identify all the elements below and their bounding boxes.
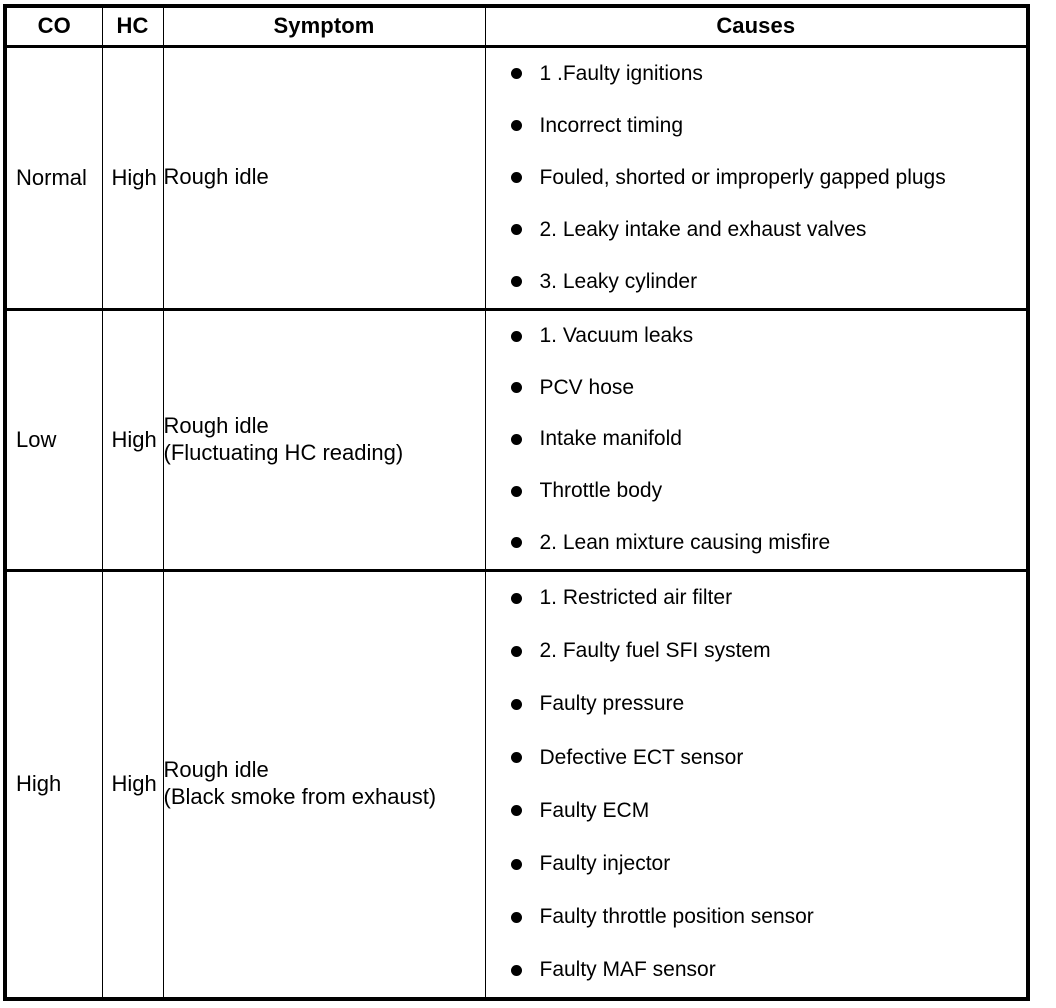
list-item: 1 .Faulty ignitions <box>486 62 1027 86</box>
cell-causes: 1. Restricted air filter 2. Faulty fuel … <box>484 569 1030 1001</box>
cause-text: Throttle body <box>539 479 663 503</box>
column-header-causes: Causes <box>484 4 1030 48</box>
bullet-dot-icon <box>510 276 522 287</box>
cell-hc: High <box>101 569 164 1001</box>
symptom-text: Rough idle (Fluctuating HC reading) <box>164 413 485 467</box>
diagnostic-table: CO HC Symptom Causes Normal High Rough i… <box>3 4 1030 1001</box>
cause-text: Faulty pressure <box>539 692 685 716</box>
list-item: 2. Faulty fuel SFI system <box>486 639 1027 663</box>
list-item: Faulty injector <box>486 852 1027 876</box>
cause-text: 2. Faulty fuel SFI system <box>539 639 771 663</box>
list-item: Defective ECT sensor <box>486 746 1027 770</box>
list-item: PCV hose <box>486 376 1027 400</box>
list-item: 3. Leaky cylinder <box>486 270 1027 294</box>
causes-list: 1. Vacuum leaks PCV hose Intake manifold <box>486 311 1027 569</box>
cause-text: Faulty throttle position sensor <box>539 905 814 929</box>
bullet-dot-icon <box>510 964 522 976</box>
bullet-dot-icon <box>510 698 522 710</box>
causes-list: 1. Restricted air filter 2. Faulty fuel … <box>486 572 1027 998</box>
cell-co: Low <box>3 308 103 572</box>
cell-causes: 1. Vacuum leaks PCV hose Intake manifold <box>484 308 1030 572</box>
bullet-dot-icon <box>510 382 522 394</box>
cause-text: 2. Lean mixture causing misfire <box>539 530 831 554</box>
list-item: Intake manifold <box>486 427 1027 451</box>
cause-text: PCV hose <box>539 375 635 399</box>
symptom-line: Rough idle <box>163 412 269 438</box>
bullet-dot-icon <box>510 224 522 235</box>
bullet-dot-icon <box>510 433 522 445</box>
list-item: Fouled, shorted or improperly gapped plu… <box>486 166 1027 190</box>
column-header-co: CO <box>3 4 103 48</box>
cell-symptom: Rough idle (Black smoke from exhaust) <box>162 569 486 1001</box>
cause-text: Incorrect timing <box>539 113 684 137</box>
symptom-line: Rough idle <box>163 164 269 190</box>
bullet-dot-icon <box>510 330 522 342</box>
bullet-dot-icon <box>510 752 522 764</box>
list-item: Faulty pressure <box>486 692 1027 716</box>
list-item: 2. Leaky intake and exhaust valves <box>486 218 1027 242</box>
cell-symptom: Rough idle <box>162 45 486 311</box>
list-item: Faulty throttle position sensor <box>486 905 1027 929</box>
bullet-dot-icon <box>510 120 522 131</box>
symptom-line: (Fluctuating HC reading) <box>163 439 404 465</box>
table-row: High High Rough idle (Black smoke from e… <box>3 569 1030 1001</box>
cause-text: Fouled, shorted or improperly gapped plu… <box>539 165 946 189</box>
cell-causes: 1 .Faulty ignitions Incorrect timing Fou… <box>484 45 1030 311</box>
cause-text: 1 .Faulty ignitions <box>539 61 703 85</box>
table-body: Normal High Rough idle 1 .Faulty ignitio… <box>3 45 1030 1001</box>
cause-text: 1. Vacuum leaks <box>539 324 694 348</box>
bullet-dot-icon <box>510 858 522 870</box>
causes-list: 1 .Faulty ignitions Incorrect timing Fou… <box>486 48 1027 308</box>
bullet-dot-icon <box>510 911 522 923</box>
bullet-dot-icon <box>510 805 522 817</box>
cause-text: Defective ECT sensor <box>539 745 744 769</box>
symptom-text: Rough idle (Black smoke from exhaust) <box>164 757 485 811</box>
list-item: Incorrect timing <box>486 114 1027 138</box>
bullet-dot-icon <box>510 537 522 549</box>
bullet-dot-icon <box>510 592 522 604</box>
cell-hc: High <box>101 45 164 311</box>
cause-text: Faulty injector <box>539 852 671 876</box>
cause-text: 3. Leaky cylinder <box>539 269 698 293</box>
cell-co: Normal <box>3 45 103 311</box>
symptom-text: Rough idle <box>164 164 485 191</box>
cell-hc: High <box>101 308 164 572</box>
cell-co: High <box>3 569 103 1001</box>
bullet-dot-icon <box>510 645 522 657</box>
bullet-dot-icon <box>510 172 522 183</box>
cause-text: 2. Leaky intake and exhaust valves <box>539 217 867 241</box>
list-item: Throttle body <box>486 479 1027 503</box>
list-item: 1. Restricted air filter <box>486 586 1027 610</box>
column-header-symptom: Symptom <box>162 4 486 48</box>
list-item: Faulty ECM <box>486 799 1027 823</box>
symptom-line: Rough idle <box>163 757 269 783</box>
cell-symptom: Rough idle (Fluctuating HC reading) <box>162 308 486 572</box>
table-header: CO HC Symptom Causes <box>3 4 1030 48</box>
cause-text: Intake manifold <box>539 427 682 451</box>
bullet-dot-icon <box>510 68 522 79</box>
cause-text: Faulty MAF sensor <box>539 958 716 982</box>
table-row: Low High Rough idle (Fluctuating HC read… <box>3 308 1030 572</box>
list-item: 1. Vacuum leaks <box>486 324 1027 348</box>
cause-text: Faulty ECM <box>539 798 650 822</box>
table-row: Normal High Rough idle 1 .Faulty ignitio… <box>3 45 1030 311</box>
cause-text: 1. Restricted air filter <box>539 586 733 610</box>
list-item: Faulty MAF sensor <box>486 958 1027 982</box>
bullet-dot-icon <box>510 485 522 497</box>
list-item: 2. Lean mixture causing misfire <box>486 531 1027 555</box>
column-header-hc: HC <box>101 4 164 48</box>
header-row: CO HC Symptom Causes <box>3 4 1030 48</box>
symptom-line: (Black smoke from exhaust) <box>163 784 437 810</box>
